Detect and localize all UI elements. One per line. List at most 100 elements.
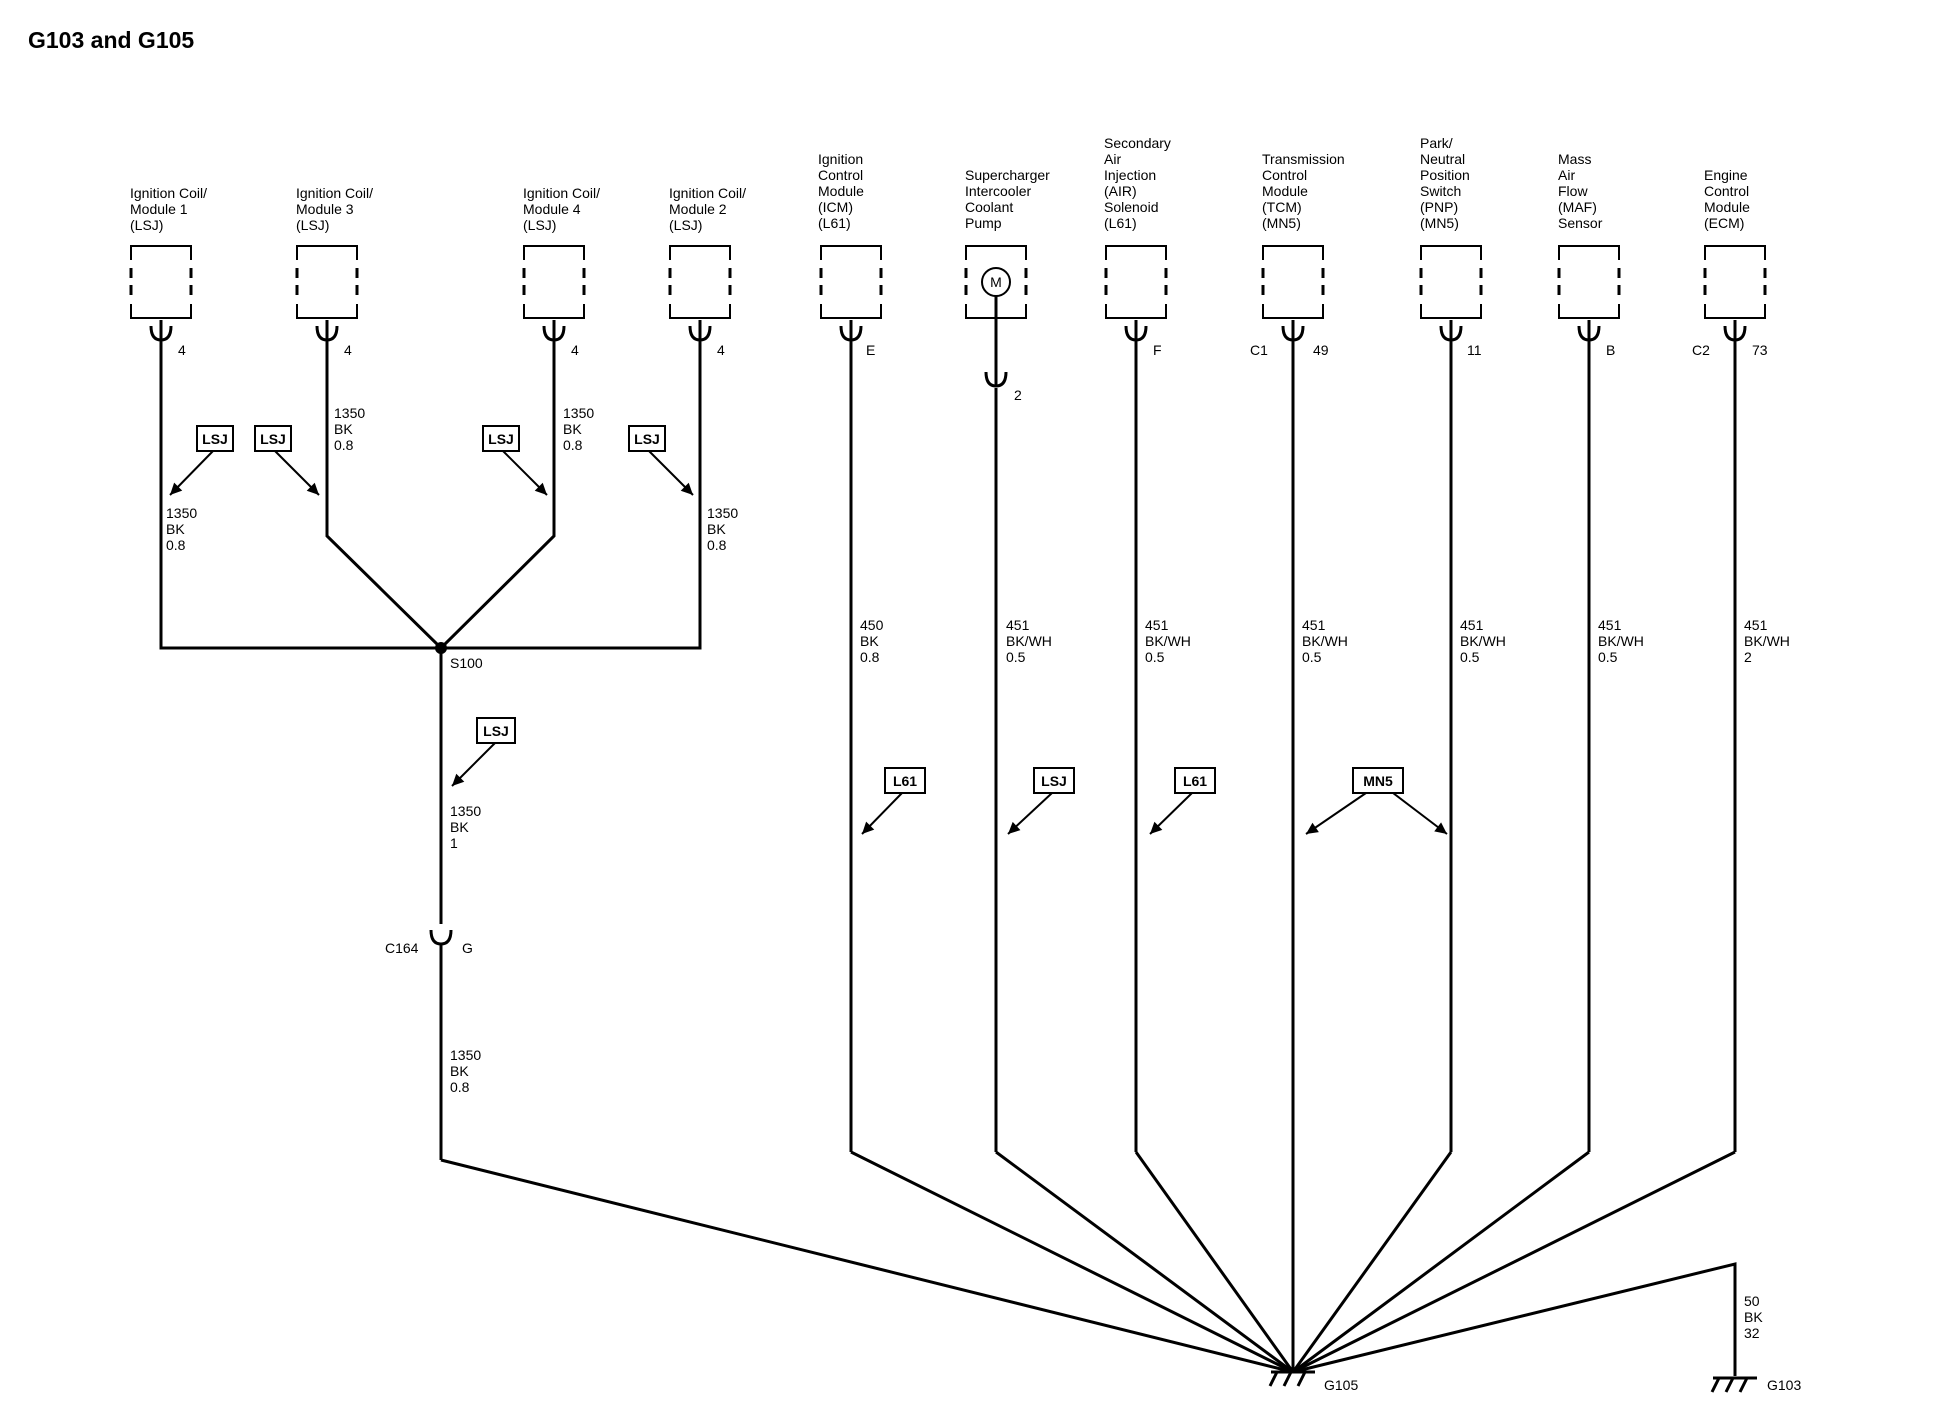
component-label-tcm-line: Transmission [1262,151,1345,167]
ground-label-g105: G105 [1324,1377,1358,1393]
wire-label-w-tcm-line: 451 [1302,617,1326,633]
wire-label-w-ecm-line: 2 [1744,649,1752,665]
component-label-ecm-line: Engine [1704,167,1748,183]
wire-label-w-coil2-line: 0.8 [707,537,727,553]
wire-label-w-coil3-line: 0.8 [334,437,354,453]
wire-label-w-s100-line: 1 [450,835,458,851]
g103-wire [1292,1262,1737,1376]
wire-label-w-g103-line: BK [1744,1309,1763,1325]
wire-label-w-icm-line: BK [860,633,879,649]
arrow-line [1305,792,1367,835]
coil-inner-wire [325,340,556,651]
ground-g103-icon-hatch [1710,1377,1721,1393]
wire-label-w-maf-line: 451 [1598,617,1622,633]
component-label-pump-line: Coolant [965,199,1013,215]
splice-label: S100 [450,655,483,671]
arrow-line [169,450,214,496]
component-label-air-line: (L61) [1104,215,1137,231]
option-tag-label: LSJ [1041,773,1067,789]
component-label-pnp-line: Park/ [1420,135,1453,151]
wire-label-w-pnp-line: BK/WH [1460,633,1506,649]
option-tag [482,425,520,452]
component-label-icm-line: Module [818,183,864,199]
connector-label-ecm: C2 [1692,342,1710,358]
wire-label-w-ecm-line: 451 [1744,617,1768,633]
pin-label-pnp: 11 [1467,342,1482,358]
option-tag-label: LSJ [483,723,509,739]
component-box-top [1704,245,1766,260]
wire-label-w-pump-line: 451 [1006,617,1030,633]
pin-label-air: F [1153,342,1162,358]
component-label-pump-line: Pump [965,215,1002,231]
pin-label-ecm: 73 [1752,342,1768,358]
ground-wire-fan [1292,1150,1736,1374]
wire-label-w-coil1-line: BK [166,521,185,537]
ground-wire-fan [1292,1150,1590,1374]
component-label-ecm-line: Control [1704,183,1749,199]
arrow-line [861,792,903,835]
inline-connector-pin: G [462,940,473,956]
coil-outer-wire [159,340,702,650]
connector-label-tcm: C1 [1250,342,1268,358]
ground-label-g103: G103 [1767,1377,1801,1393]
option-tag [1352,767,1404,794]
component-box-bottom [1105,304,1167,319]
component-box-top [1105,245,1167,260]
wire-label-w-c164-line: 1350 [450,1047,481,1063]
component-box-top [1262,245,1324,260]
arrow-line [274,450,320,496]
pin-label-icm: E [866,342,875,358]
component-label-pnp-line: (MN5) [1420,215,1459,231]
arrow-line [1007,792,1053,835]
wire-label-w-maf-line: 0.5 [1598,649,1618,665]
wire-label-w-tcm-line: BK/WH [1302,633,1348,649]
ground-g103-icon-hatch [1724,1377,1735,1393]
component-label-maf-line: Sensor [1558,215,1603,231]
page-title: G103 and G105 [28,27,194,53]
wire-label-w-pump-line: BK/WH [1006,633,1052,649]
component-label-coil1-line: Module 1 [130,201,188,217]
component-box-bottom [669,304,731,319]
wire-label-w-s100-line: BK [450,819,469,835]
option-tag [628,425,666,452]
wire-label-w-icm-line: 450 [860,617,884,633]
option-tag [476,717,516,744]
wire-label-w-air-line: BK/WH [1145,633,1191,649]
arrow-line [1392,792,1448,835]
ground-g105-icon-hatch [1282,1371,1293,1387]
wire-label-w-pump-line: 0.5 [1006,649,1026,665]
wire-label-w-ecm-line: BK/WH [1744,633,1790,649]
pin-label-coil3: 4 [344,342,352,358]
component-label-air-line: Injection [1104,167,1156,183]
wire-label-w-air-line: 451 [1145,617,1169,633]
splice-dot [435,642,447,654]
ground-g105-icon-hatch [1296,1371,1307,1387]
ground-wire-fan [1134,1151,1295,1373]
component-label-maf-line: Flow [1558,183,1588,199]
wire-label-w-coil4-line: 0.8 [563,437,583,453]
ground-wire-fan [850,1150,1294,1374]
component-box-top [820,245,882,260]
component-label-coil4-line: Module 4 [523,201,581,217]
pin-label-pump: 2 [1014,387,1022,403]
component-box-bottom [1262,304,1324,319]
components [129,245,1767,1393]
component-box-bottom [296,304,358,319]
component-box-top [669,245,731,260]
component-box-bottom [130,304,192,319]
component-label-icm-line: (L61) [818,215,851,231]
component-label-air-line: (AIR) [1104,183,1137,199]
component-box-top [965,245,1027,260]
component-box-top [1420,245,1482,260]
wire-label-w-c164-line: BK [450,1063,469,1079]
component-label-pump-line: Intercooler [965,183,1031,199]
option-tag [196,425,234,452]
ground-g103-icon-hatch [1738,1377,1749,1393]
wire-label-w-maf-line: BK/WH [1598,633,1644,649]
component-box-top [1558,245,1620,260]
option-tag-label: MN5 [1363,773,1393,789]
component-label-pnp-line: Neutral [1420,151,1465,167]
arrow-line [648,450,694,496]
component-label-coil4-line: Ignition Coil/ [523,185,600,201]
